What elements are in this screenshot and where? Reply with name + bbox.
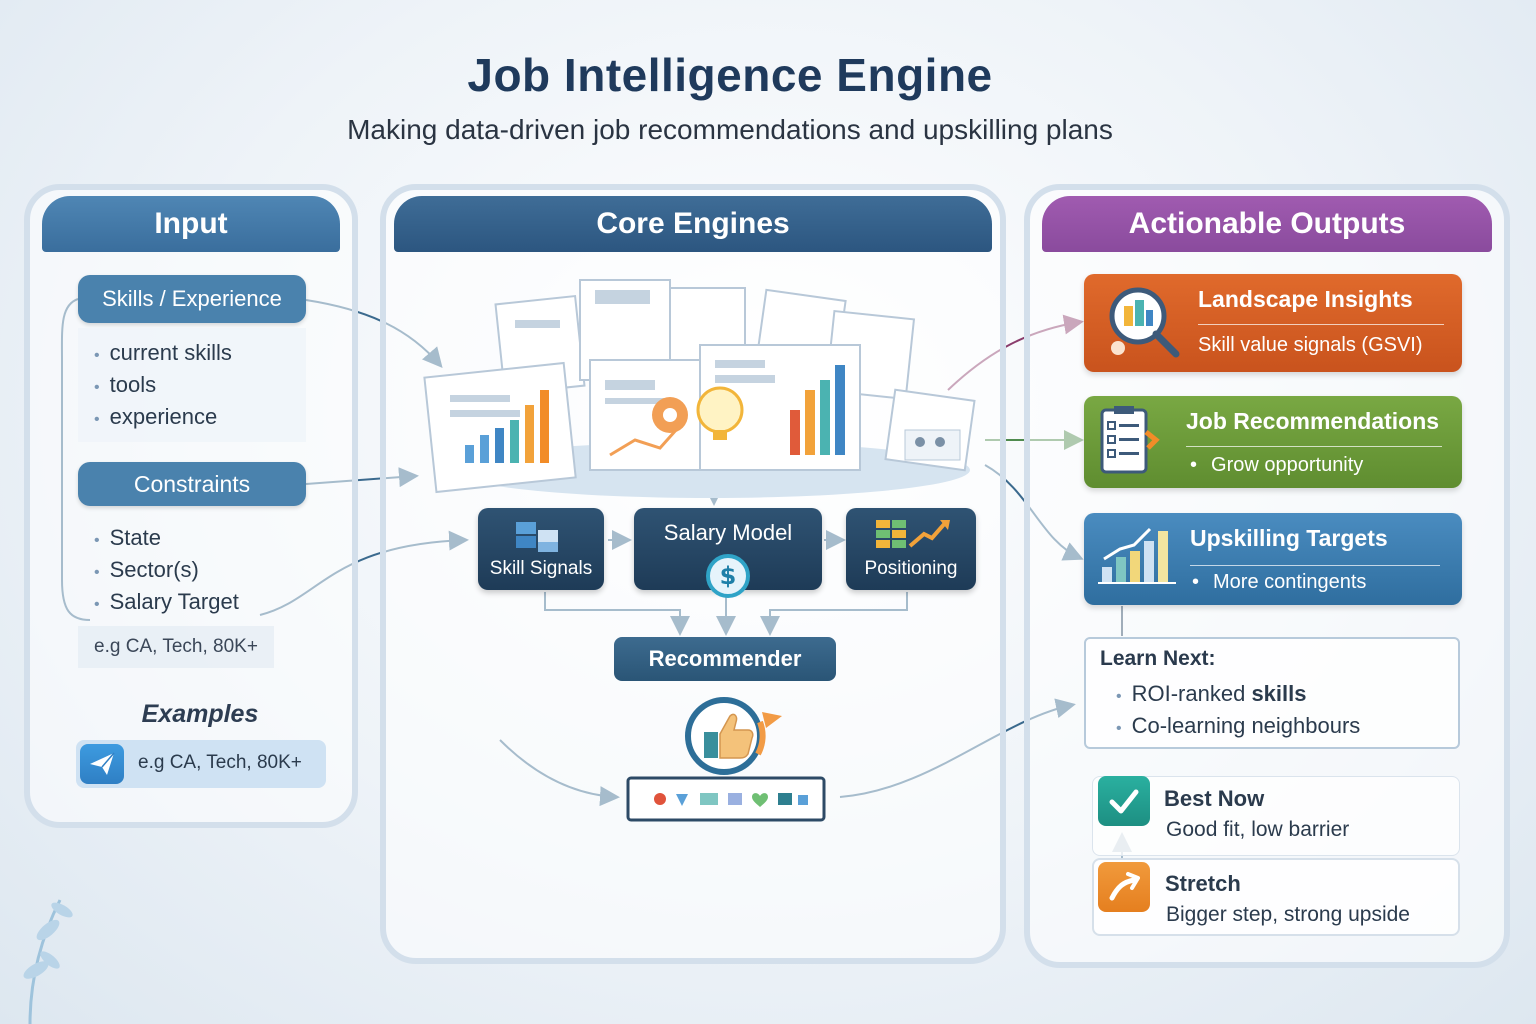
learn-next-box: [1084, 637, 1460, 749]
landscape-insights-title: Landscape Insights: [1198, 286, 1413, 312]
best-now-title: Best Now: [1164, 786, 1265, 811]
skills-experience-pill: Skills / Experience: [78, 275, 306, 323]
best-now-card: [1092, 776, 1460, 856]
constraints-list: •State •Sector(s) •Salary Target: [94, 522, 239, 618]
checkmark-icon: [1098, 776, 1150, 826]
job-recommendations-sub: •Grow opportunity: [1190, 454, 1364, 476]
skill-signals-engine: Skill Signals: [478, 508, 604, 590]
foliage-decoration: [23, 899, 73, 1024]
recommendation-results-card: [626, 776, 826, 822]
upskilling-targets-sub: •More contingents: [1192, 571, 1367, 593]
upskilling-targets-title: Upskilling Targets: [1190, 525, 1388, 551]
upskilling-targets-card: Upskilling Targets •More contingents: [1084, 513, 1462, 605]
positioning-label: Positioning: [864, 558, 958, 579]
skills-list: •current skills •tools •experience: [94, 337, 232, 433]
example-value: e.g CA, Tech, 80K+: [138, 752, 302, 773]
skill-signals-label: Skill Signals: [489, 558, 593, 579]
salary-model-label: Salary Model: [663, 520, 793, 545]
positioning-icon: [876, 520, 950, 548]
data-blocks-icon: [516, 522, 558, 552]
input-panel-header: Input: [42, 196, 340, 252]
learn-next-list: •ROI-ranked skills •Co-learning neighbou…: [1116, 678, 1360, 742]
examples-label: Examples: [141, 700, 259, 728]
list-item: •tools: [94, 372, 157, 397]
divider: [1198, 324, 1444, 325]
svg-text:$: $: [720, 562, 737, 590]
learn-next-title: Learn Next:: [1100, 647, 1216, 670]
core-panel-header: Core Engines: [394, 196, 992, 252]
skills-list-box: [78, 328, 306, 442]
positioning-engine: Positioning: [846, 508, 976, 590]
list-item: •Salary Target: [94, 589, 239, 614]
page-subtitle: Making data-driven job recommendations a…: [347, 114, 1113, 145]
outputs-panel-header: Actionable Outputs: [1042, 196, 1492, 252]
list-item: •current skills: [94, 340, 232, 365]
salary-model-engine: Salary Model $: [634, 508, 822, 598]
stretch-sub: Bigger step, strong upside: [1166, 903, 1410, 926]
landscape-insights-card: Landscape Insights Skill value signals (…: [1084, 274, 1462, 372]
trend-up-icon: [1098, 862, 1150, 912]
magnifier-chart-icon: [1109, 287, 1180, 358]
documents-illustration: [423, 279, 976, 498]
constraints-pill: Constraints: [78, 462, 306, 506]
thumbs-up-icon: [685, 697, 782, 775]
list-item: •experience: [94, 404, 218, 429]
landscape-insights-sub: Skill value signals (GSVI): [1198, 334, 1423, 356]
divider: [1186, 446, 1442, 447]
divider: [1190, 565, 1440, 566]
list-item: •Co-learning neighbours: [1116, 713, 1361, 738]
page-title: Job Intelligence Engine: [467, 49, 993, 101]
dollar-icon: $: [706, 554, 750, 598]
job-recommendations-title: Job Recommendations: [1186, 408, 1440, 434]
job-recommendations-card: Job Recommendations •Grow opportunity: [1084, 396, 1462, 488]
recommender-engine: Recommender: [614, 637, 836, 681]
list-item: •Sector(s): [94, 557, 199, 582]
send-icon: [80, 744, 124, 784]
growth-chart-icon: [1098, 527, 1176, 584]
stretch-title: Stretch: [1165, 871, 1241, 896]
best-now-sub: Good fit, low barrier: [1166, 818, 1350, 841]
list-item: •ROI-ranked skills: [1116, 681, 1307, 706]
checklist-icon: [1100, 406, 1160, 474]
list-item: •State: [94, 525, 161, 550]
constraints-example: e.g CA, Tech, 80K+: [78, 626, 274, 668]
stretch-card: [1092, 858, 1460, 936]
